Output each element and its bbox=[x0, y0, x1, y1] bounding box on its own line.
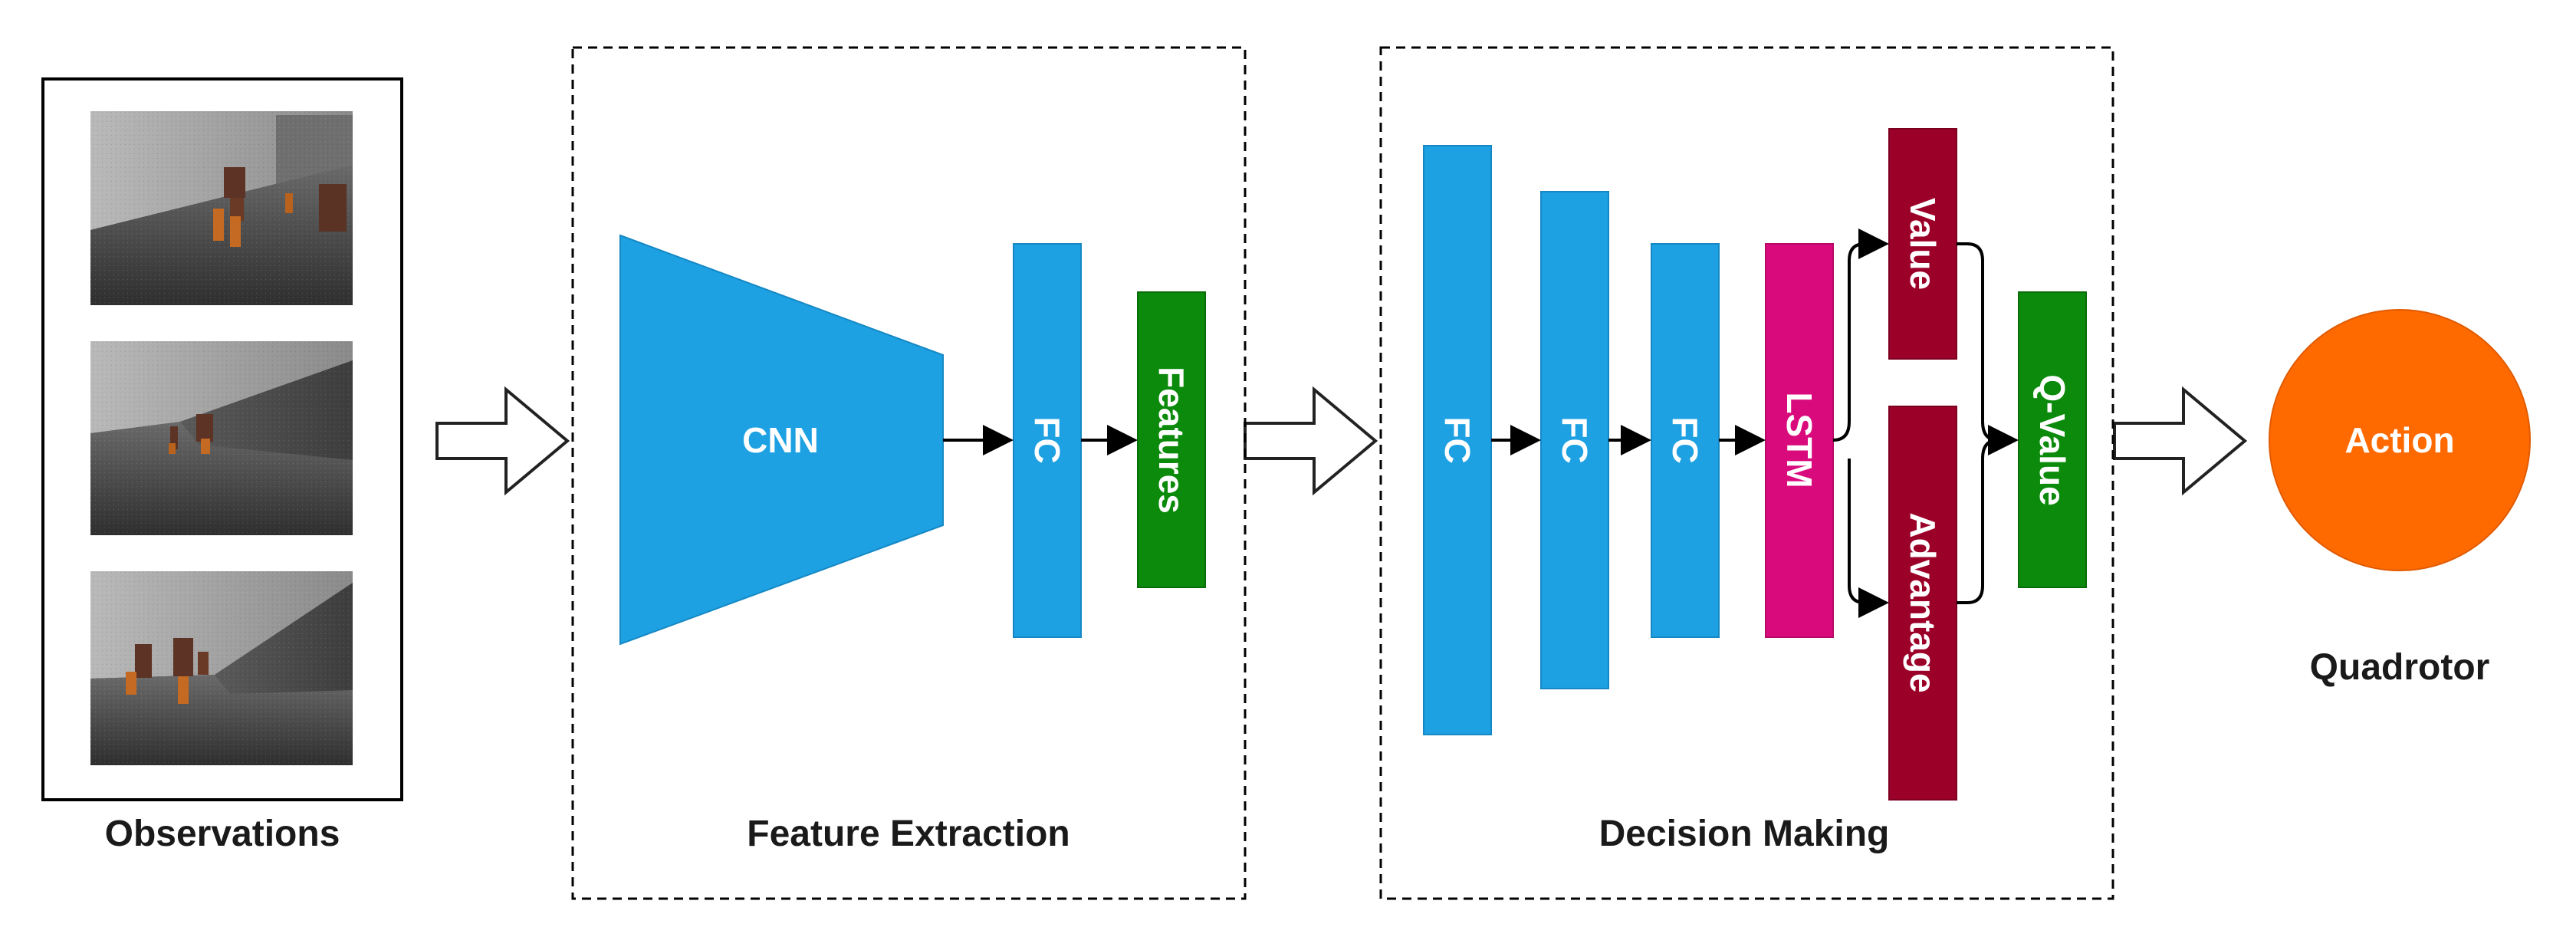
merge-brace bbox=[1957, 242, 1999, 604]
advantage-block bbox=[1888, 406, 1957, 801]
q-value-block bbox=[2018, 291, 2087, 588]
value-block bbox=[1888, 128, 1957, 360]
quadrotor-label: Quadrotor bbox=[2310, 647, 2490, 688]
split-brace bbox=[1832, 242, 1886, 604]
observation-frame-3 bbox=[90, 571, 353, 765]
lstm-label: LSTM bbox=[1779, 392, 1819, 488]
fc-label-2: FC bbox=[1555, 416, 1595, 463]
fc-label-extraction: FC bbox=[1027, 416, 1067, 463]
features-block bbox=[1137, 291, 1206, 588]
action-label: Action bbox=[2344, 420, 2454, 460]
observations-label: Observations bbox=[105, 814, 340, 854]
observation-frame-2 bbox=[90, 341, 353, 535]
fc-block-extraction bbox=[1013, 243, 1082, 638]
advantage-label: Advantage bbox=[1903, 512, 1943, 692]
cnn-label: CNN bbox=[742, 420, 819, 460]
observations-panel bbox=[41, 77, 403, 801]
value-label: Value bbox=[1903, 198, 1943, 290]
cnn-block bbox=[619, 234, 944, 646]
feature-extraction-panel bbox=[571, 46, 1247, 900]
fc-label-1: FC bbox=[1438, 416, 1477, 463]
decision-making-label: Decision Making bbox=[1599, 814, 1890, 854]
observation-frame-1 bbox=[90, 111, 353, 305]
flow-arrow-3 bbox=[2113, 386, 2248, 496]
flow-arrow-1 bbox=[435, 386, 570, 496]
action-circle bbox=[2269, 309, 2531, 571]
decision-making-panel bbox=[1379, 46, 2114, 900]
feature-extraction-label: Feature Extraction bbox=[747, 814, 1070, 854]
fc-block-1 bbox=[1423, 145, 1492, 735]
fc-block-3 bbox=[1651, 243, 1720, 638]
features-label: Features bbox=[1152, 367, 1191, 514]
q-value-label: Q-Value bbox=[2032, 374, 2072, 505]
flow-arrow-2 bbox=[1244, 386, 1378, 496]
fc-label-3: FC bbox=[1665, 416, 1705, 463]
lstm-block bbox=[1765, 243, 1834, 638]
